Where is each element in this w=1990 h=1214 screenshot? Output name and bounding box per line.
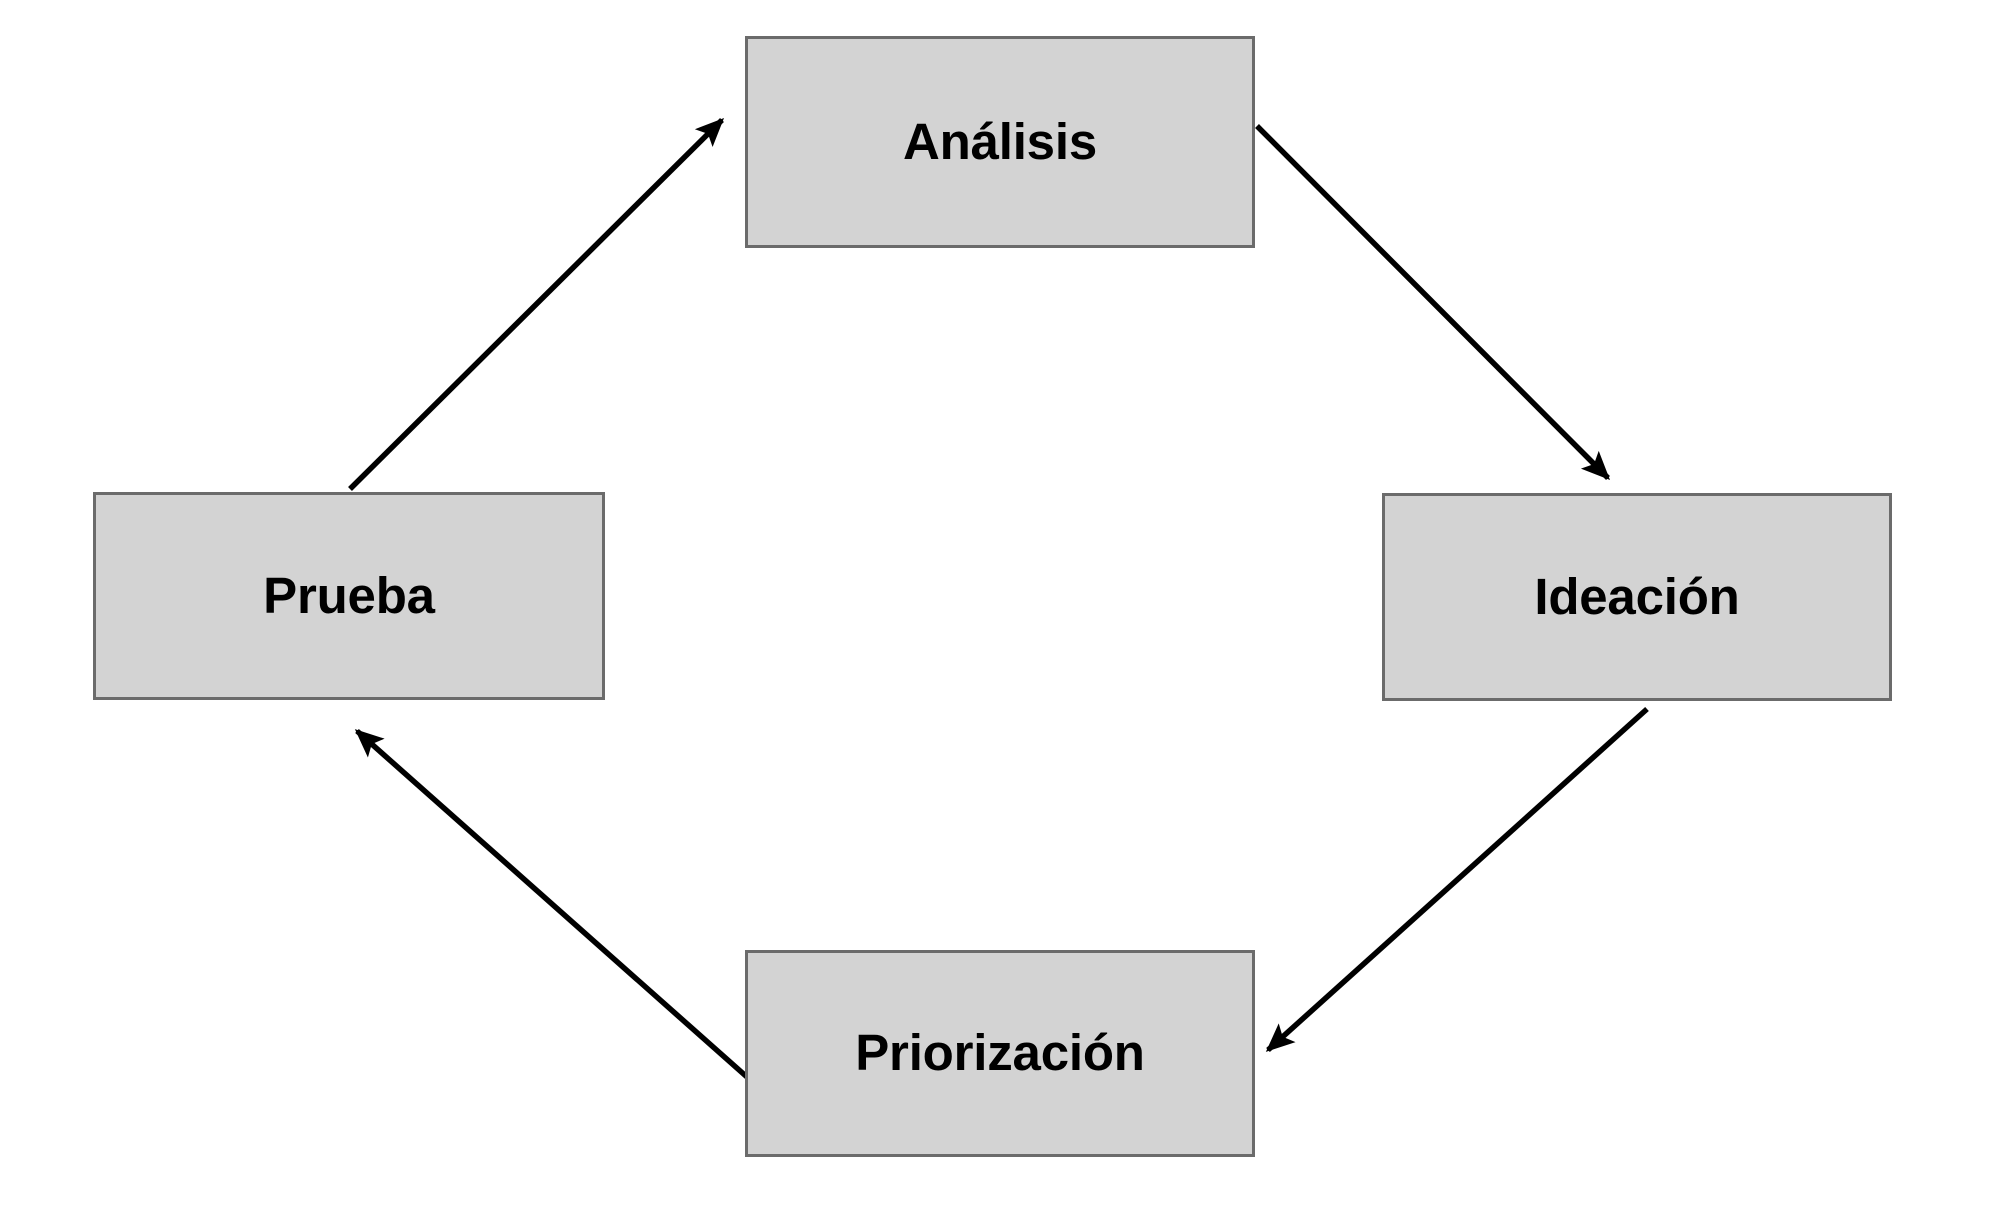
edge-ideacion-to-priorizacion xyxy=(1265,706,1649,1053)
node-prueba[interactable]: Prueba xyxy=(93,492,605,700)
node-analisis[interactable]: Análisis xyxy=(745,36,1255,248)
node-priorizacion-label: Priorización xyxy=(855,1024,1145,1082)
node-ideacion-label: Ideación xyxy=(1534,567,1740,625)
edge-prueba-to-analisis xyxy=(348,117,725,491)
edge-priorizacion-to-prueba xyxy=(354,728,749,1080)
node-analisis-label: Análisis xyxy=(903,112,1097,170)
node-prueba-label: Prueba xyxy=(263,566,435,624)
node-ideacion[interactable]: Ideación xyxy=(1382,493,1892,701)
edge-analisis-to-ideacion xyxy=(1255,124,1611,481)
node-priorizacion[interactable]: Priorización xyxy=(745,950,1255,1157)
